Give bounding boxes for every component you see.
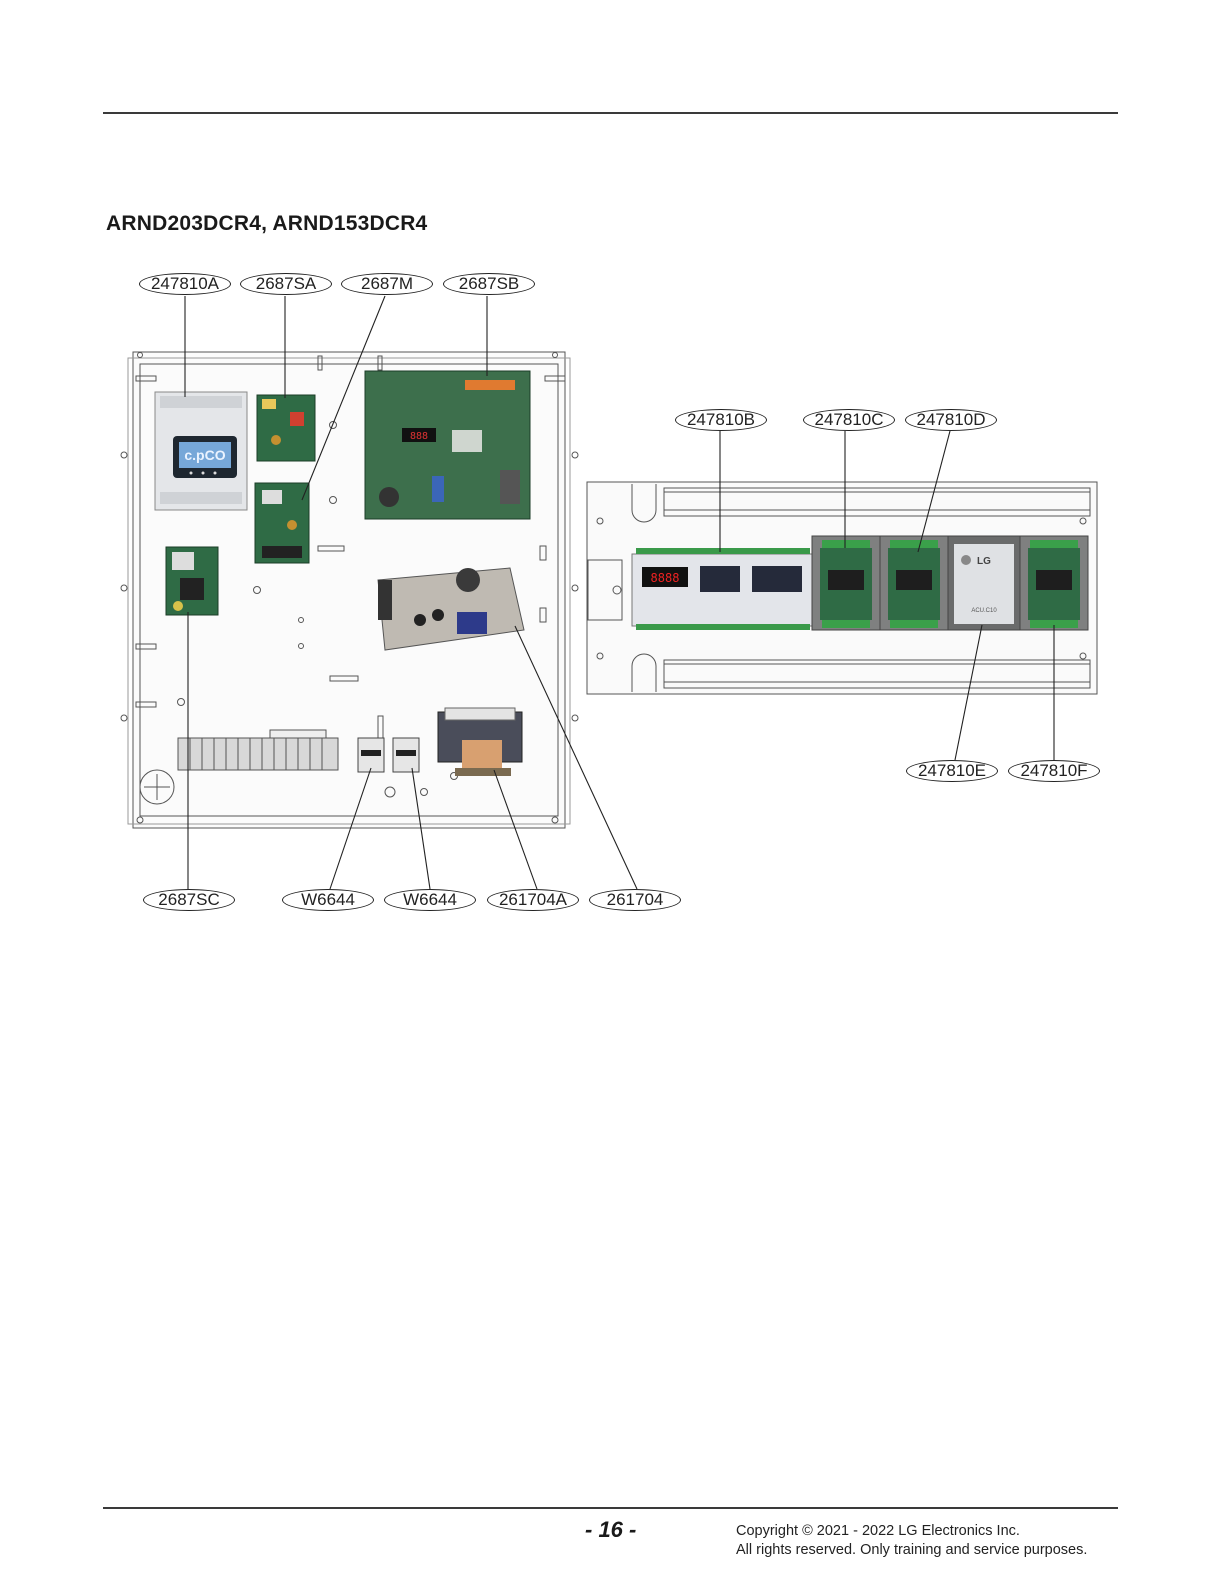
callout-247810C: 247810C [803,409,895,431]
module-model-text: ACU.C10 [971,608,997,614]
copyright-line: Copyright © 2021 - 2022 LG Electronics I… [736,1523,1020,1539]
callout-261704A: 261704A [487,889,579,911]
callout-2687SA: 2687SA [240,273,332,295]
page-number: - 16 - [585,1517,637,1542]
leader-lines [184,295,1055,890]
callout-W6644-2: W6644 [384,889,476,911]
header-rule [103,112,1118,114]
footer-rule [103,1507,1118,1509]
controller-brand-text: c.pCO [184,447,225,463]
terminal-block-W6644-1 [357,737,385,773]
power-supply-261704 [377,567,525,651]
terminal-block-W6644-2 [392,737,420,773]
svg-text:888: 888 [410,431,428,442]
relay-board-2687SA [256,394,316,462]
callout-2687SC: 2687SC [143,889,235,911]
callout-261704: 261704 [589,889,681,911]
parts-diagram: c.pCO 888 [120,295,1098,890]
page-title: ARND203DCR4, ARND153DCR4 [106,212,428,235]
expansion-module-247810F [1019,535,1089,631]
relay-board-2687SC [165,546,219,616]
callout-W6644-1: W6644 [282,889,374,911]
controller-unit-247810A: c.pCO [154,391,248,511]
expansion-module-247810D [879,535,949,631]
module-brand-text: LG [977,556,991,567]
callout-247810B: 247810B [675,409,767,431]
svg-text:8888: 8888 [651,571,680,585]
callout-247810F: 247810F [1008,760,1100,782]
callout-247810D: 247810D [905,409,997,431]
transformer-261704A [437,707,523,776]
expansion-module-247810E: LG ACU.C10 [947,535,1021,631]
expansion-module-247810C [811,535,881,631]
rights-line: All rights reserved. Only training and s… [736,1542,1088,1558]
main-pcb-2687SB: 888 [364,370,531,520]
callout-247810A: 247810A [139,273,231,295]
callout-2687SB: 2687SB [443,273,535,295]
controller-module-247810B: 8888 [631,548,815,630]
callout-247810E: 247810E [906,760,998,782]
relay-board-2687M [254,482,310,564]
copyright-notice: Copyright © 2021 - 2022 LG Electronics I… [736,1522,1087,1560]
callout-2687M: 2687M [341,273,433,295]
terminal-block-strip [177,729,339,771]
